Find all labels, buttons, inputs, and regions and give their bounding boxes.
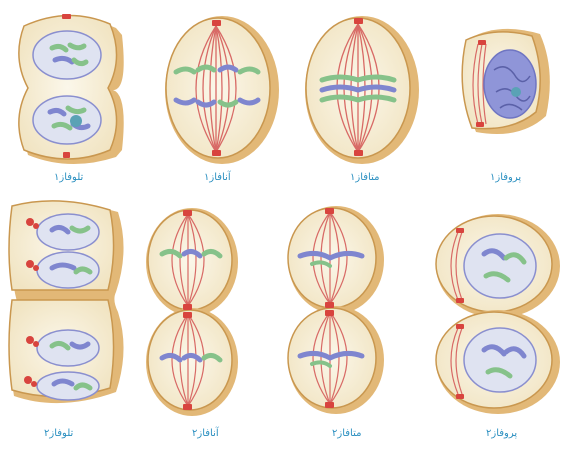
cell-prophase-1 xyxy=(462,29,550,134)
label-anaphase-2: آنافاز۲ xyxy=(192,428,219,439)
label-metaphase-1: متافاز۱ xyxy=(350,172,379,183)
cell-anaphase-2 xyxy=(146,208,238,416)
label-anaphase-1: آنافاز۱ xyxy=(204,172,231,183)
label-prophase-1: پروفاز۱ xyxy=(490,172,521,183)
cell-prophase-2 xyxy=(436,214,560,414)
label-telophase-1: تلوفاز۱ xyxy=(54,172,83,183)
label-telophase-2: تلوفاز۲ xyxy=(44,428,73,439)
cell-telophase-1 xyxy=(19,14,124,164)
label-metaphase-2: متافاز۲ xyxy=(332,428,361,439)
cell-telophase-2 xyxy=(9,201,124,403)
cell-metaphase-2 xyxy=(288,206,384,414)
label-prophase-2: پروفاز۲ xyxy=(486,428,517,439)
cell-anaphase-1 xyxy=(165,16,279,164)
cell-metaphase-1 xyxy=(305,16,419,164)
